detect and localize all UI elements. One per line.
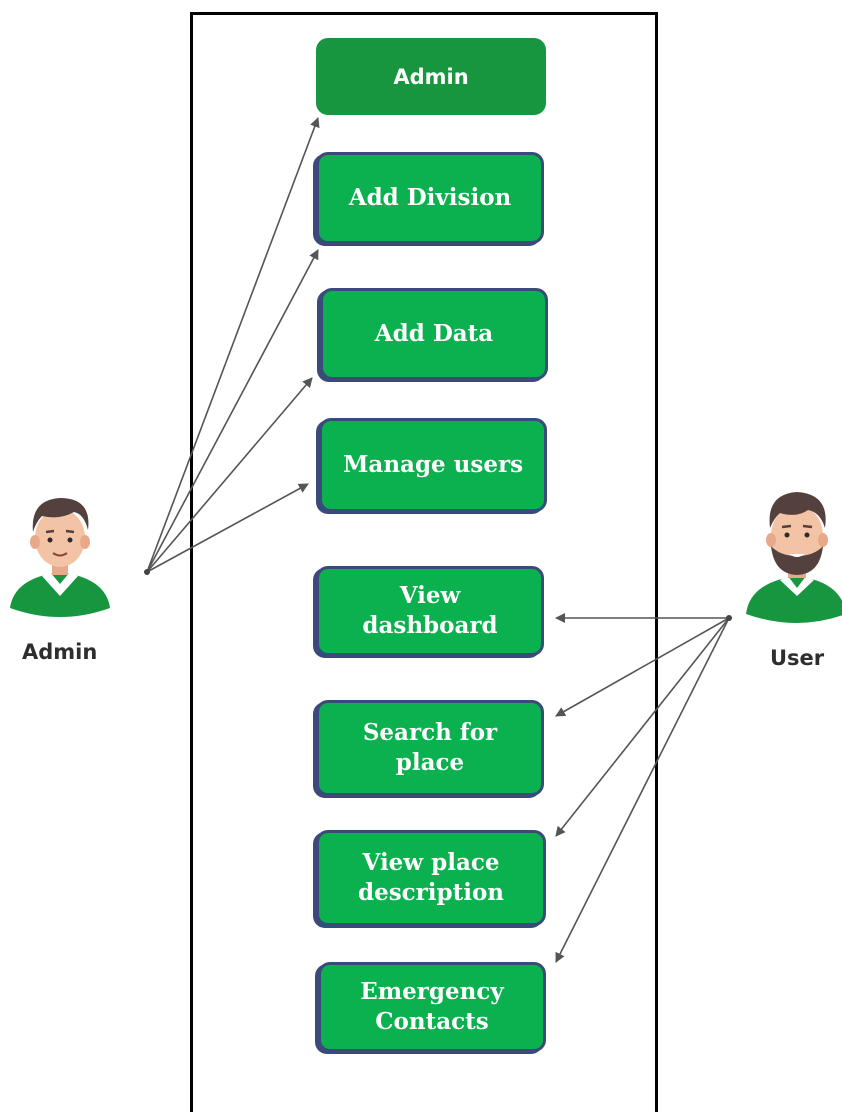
arrow-user-to-view-place-description bbox=[555, 617, 730, 837]
usecase-add-division: Add Division bbox=[316, 152, 544, 244]
arrow-user-to-emergency-contacts bbox=[555, 617, 730, 963]
usecase-emergency-contacts: Emergency Contacts bbox=[318, 962, 546, 1052]
user-associations bbox=[555, 613, 730, 963]
arrow-admin-to-admin bbox=[146, 117, 320, 573]
arrow-admin-to-add-data bbox=[146, 377, 313, 573]
user-avatar-icon bbox=[746, 492, 842, 623]
admin-actor-label: Admin bbox=[22, 640, 98, 664]
admin-avatar-icon bbox=[10, 498, 110, 617]
arrow-admin-to-manage-users bbox=[146, 483, 309, 573]
usecase-admin-header: Admin bbox=[316, 38, 546, 115]
usecase-search-for-place: Search for place bbox=[316, 700, 544, 796]
user-actor-label: User bbox=[770, 646, 825, 670]
admin-association-origin bbox=[144, 569, 150, 575]
admin-associations bbox=[146, 117, 320, 573]
usecase-view-dashboard: View dashboard bbox=[316, 566, 544, 656]
user-association-origin bbox=[726, 615, 732, 621]
usecase-view-place-description: View place description bbox=[316, 830, 546, 926]
arrow-user-to-search-for-place bbox=[555, 617, 730, 717]
usecase-manage-users: Manage users bbox=[319, 418, 547, 512]
system-boundary bbox=[190, 12, 658, 1112]
usecase-add-data: Add Data bbox=[320, 288, 548, 380]
arrow-admin-to-add-division bbox=[146, 249, 319, 573]
